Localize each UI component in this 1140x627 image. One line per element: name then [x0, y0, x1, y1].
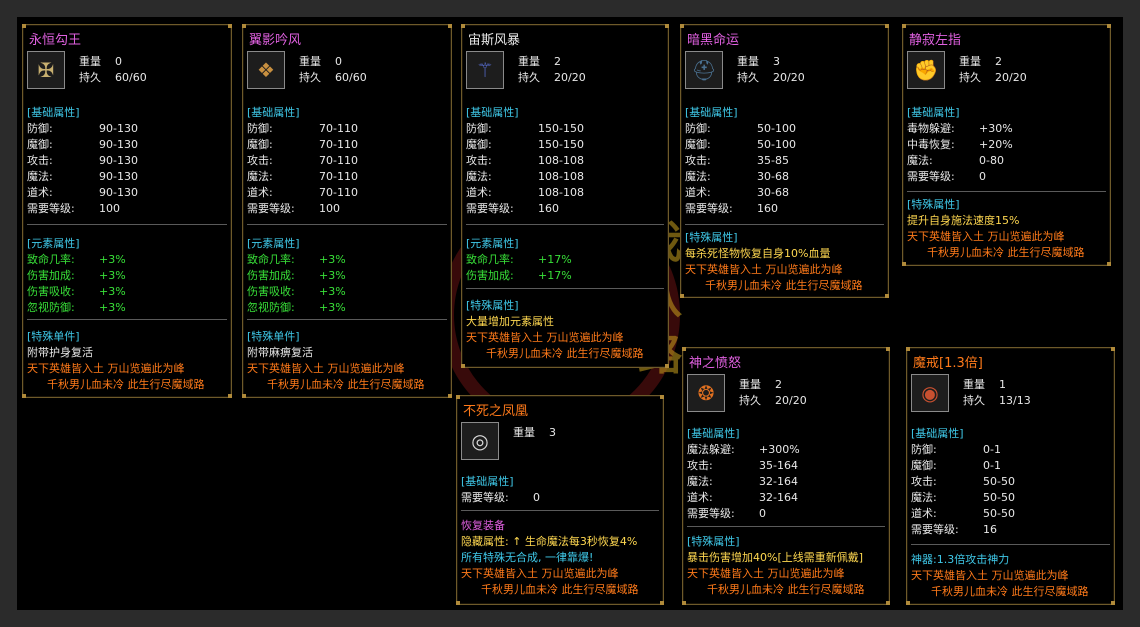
special-attributes: 恢复装备 隐藏属性: ↑ 生命魔法每3秒恢复4% 所有特殊无合成, 一律靠爆! …	[461, 519, 639, 596]
base-attributes: [基础属性] 毒物躲避:+30% 中毒恢复:+20% 魔法:0-80 需要等级:…	[907, 106, 1013, 183]
ring-icon: ◉	[911, 374, 949, 412]
base-attributes: [基础属性] 魔法躲避:+300% 攻击:35-164 魔法:32-164 道术…	[687, 427, 800, 520]
necklace-icon: ❂	[687, 374, 725, 412]
item-title: 永恒勾王	[29, 33, 82, 48]
divider	[247, 224, 447, 225]
base-attributes: [基础属性] 防御:70-110 魔御:70-110 攻击:70-110 魔法:…	[247, 106, 358, 215]
special-attributes: [特殊属性] 每杀死怪物恢复自身10%血量 天下英雄皆入土 万山览遍此为峰 千秋…	[685, 231, 863, 292]
base-attributes: [基础属性] 防御:0-1 魔御:0-1 攻击:50-50 魔法:50-50 道…	[911, 427, 1015, 536]
wing-amulet-icon: ❖	[247, 51, 285, 89]
divider	[685, 224, 884, 225]
divider	[247, 319, 447, 320]
staff-weapon-icon: ⚚	[466, 51, 504, 89]
base-attributes: [基础属性] 需要等级:0	[461, 475, 540, 504]
special-attributes: [特殊属性] 提升自身施法速度15% 天下英雄皆入土 万山览遍此为峰 千秋男儿血…	[907, 198, 1085, 259]
divider	[911, 544, 1110, 545]
divider	[907, 191, 1106, 192]
base-attributes: [基础属性] 防御:150-150 魔御:150-150 攻击:108-108 …	[466, 106, 584, 215]
special-attributes: [特殊属性] 大量增加元素属性 天下英雄皆入土 万山览遍此为峰 千秋男儿血未冷 …	[466, 299, 644, 360]
special-attributes: [特殊单件] 附带麻痹复活 天下英雄皆入土 万山览遍此为峰 千秋男儿血未冷 此生…	[247, 330, 425, 391]
divider	[687, 526, 885, 527]
item-title: 魔戒[1.3倍]	[913, 356, 983, 371]
item-title: 宙斯风暴	[468, 33, 521, 48]
special-attributes: 神器:1.3倍攻击神力 天下英雄皆入土 万山览遍此为峰 千秋男儿血未冷 此生行尽…	[911, 553, 1089, 598]
helmet-icon: ⛑	[685, 51, 723, 89]
cross-amulet-icon: ✠	[27, 51, 65, 89]
ring-icon: ◎	[461, 422, 499, 460]
special-attributes: [特殊属性] 暴击伤害增加40%[上线需重新佩戴] 天下英雄皆入土 万山览遍此为…	[687, 535, 865, 596]
item-title: 暗黑命运	[687, 33, 740, 48]
divider	[27, 319, 227, 320]
element-attributes: [元素属性] 致命几率:+3% 伤害加成:+3% 伤害吸收:+3% 忽视防御:+…	[247, 237, 346, 314]
divider	[27, 224, 227, 225]
special-attributes: [特殊单件] 附带护身复活 天下英雄皆入土 万山览遍此为峰 千秋男儿血未冷 此生…	[27, 330, 205, 391]
element-attributes: [元素属性] 致命几率:+3% 伤害加成:+3% 伤害吸收:+3% 忽视防御:+…	[27, 237, 126, 314]
divider	[466, 224, 664, 225]
element-attributes: [元素属性] 致命几率:+17% 伤害加成:+17%	[466, 237, 572, 282]
item-title: 静寂左指	[909, 33, 962, 48]
base-attributes: [基础属性] 防御:90-130 魔御:90-130 攻击:90-130 魔法:…	[27, 106, 138, 215]
item-title: 不死之凤凰	[463, 404, 529, 419]
divider	[466, 288, 664, 289]
item-title: 翼影吟风	[249, 33, 302, 48]
divider	[461, 510, 659, 511]
gauntlet-icon: ✊	[907, 51, 945, 89]
item-title: 神之愤怒	[689, 356, 742, 371]
base-attributes: [基础属性] 防御:50-100 魔御:50-100 攻击:35-85 魔法:3…	[685, 106, 796, 215]
